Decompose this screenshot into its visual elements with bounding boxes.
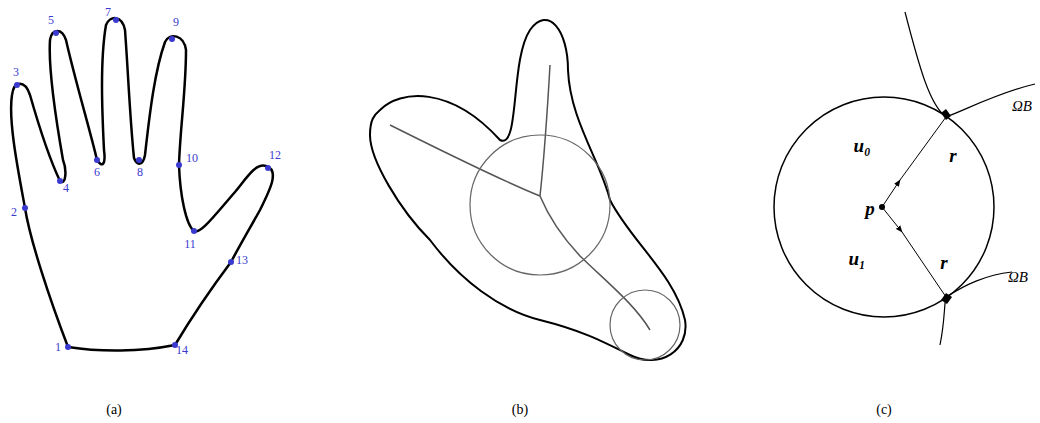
inscribed-circle: [470, 135, 610, 275]
callout-number: 9: [173, 16, 179, 28]
landmark-dot: [53, 30, 59, 36]
boundary-curve: [905, 12, 1035, 117]
landmark-dot: [136, 157, 142, 163]
callout-number: 10: [186, 152, 198, 164]
boundary-label: ΩB: [1012, 99, 1032, 114]
callout-number: 3: [13, 66, 19, 78]
landmark-dot: [113, 17, 119, 23]
callout-number: 6: [94, 166, 100, 178]
symbol-label: r: [940, 253, 947, 272]
landmark-dot: [22, 205, 28, 211]
symbol-label: u₁: [848, 249, 865, 268]
panel-caption: (b): [512, 403, 528, 417]
hand-outline: [11, 18, 273, 351]
radius-line: [902, 232, 946, 297]
callout-number: 2: [11, 206, 17, 218]
panel-caption: (a): [106, 403, 122, 417]
landmark-dot: [57, 178, 63, 184]
landmark-dots: [14, 17, 271, 350]
landmark-dot: [228, 259, 234, 265]
landmark-dot: [14, 82, 20, 88]
symbol-label: p: [865, 199, 875, 218]
landmark-dot: [94, 157, 100, 163]
vector-u0: [882, 180, 900, 207]
vector-u1: [882, 207, 902, 232]
symbol-label: u₀: [853, 136, 870, 155]
medial-axis: [390, 65, 650, 330]
callout-number: 1: [55, 341, 61, 353]
boundary-curve: [940, 272, 1012, 345]
callout-number: 8: [137, 166, 143, 178]
callout-number: 4: [63, 182, 69, 194]
shape-outline: [370, 20, 686, 360]
callout-number: 11: [184, 238, 196, 250]
callout-number: 12: [269, 149, 281, 161]
landmark-dot: [176, 162, 182, 168]
callout-number: 13: [236, 254, 248, 266]
boundary-label: ΩB: [1008, 270, 1028, 285]
landmark-dot: [169, 36, 175, 42]
symbol-label: r: [949, 146, 956, 165]
radius-line: [900, 117, 946, 180]
callout-number: 14: [176, 344, 188, 356]
callout-number: 5: [48, 14, 54, 26]
landmark-dot: [191, 228, 197, 234]
landmark-dot: [265, 165, 271, 171]
inscribed-circle: [610, 290, 680, 360]
landmark-dot: [65, 344, 71, 350]
panel-caption: (c): [876, 403, 892, 417]
maximal-disk: [774, 97, 994, 317]
callout-number: 7: [105, 6, 111, 18]
